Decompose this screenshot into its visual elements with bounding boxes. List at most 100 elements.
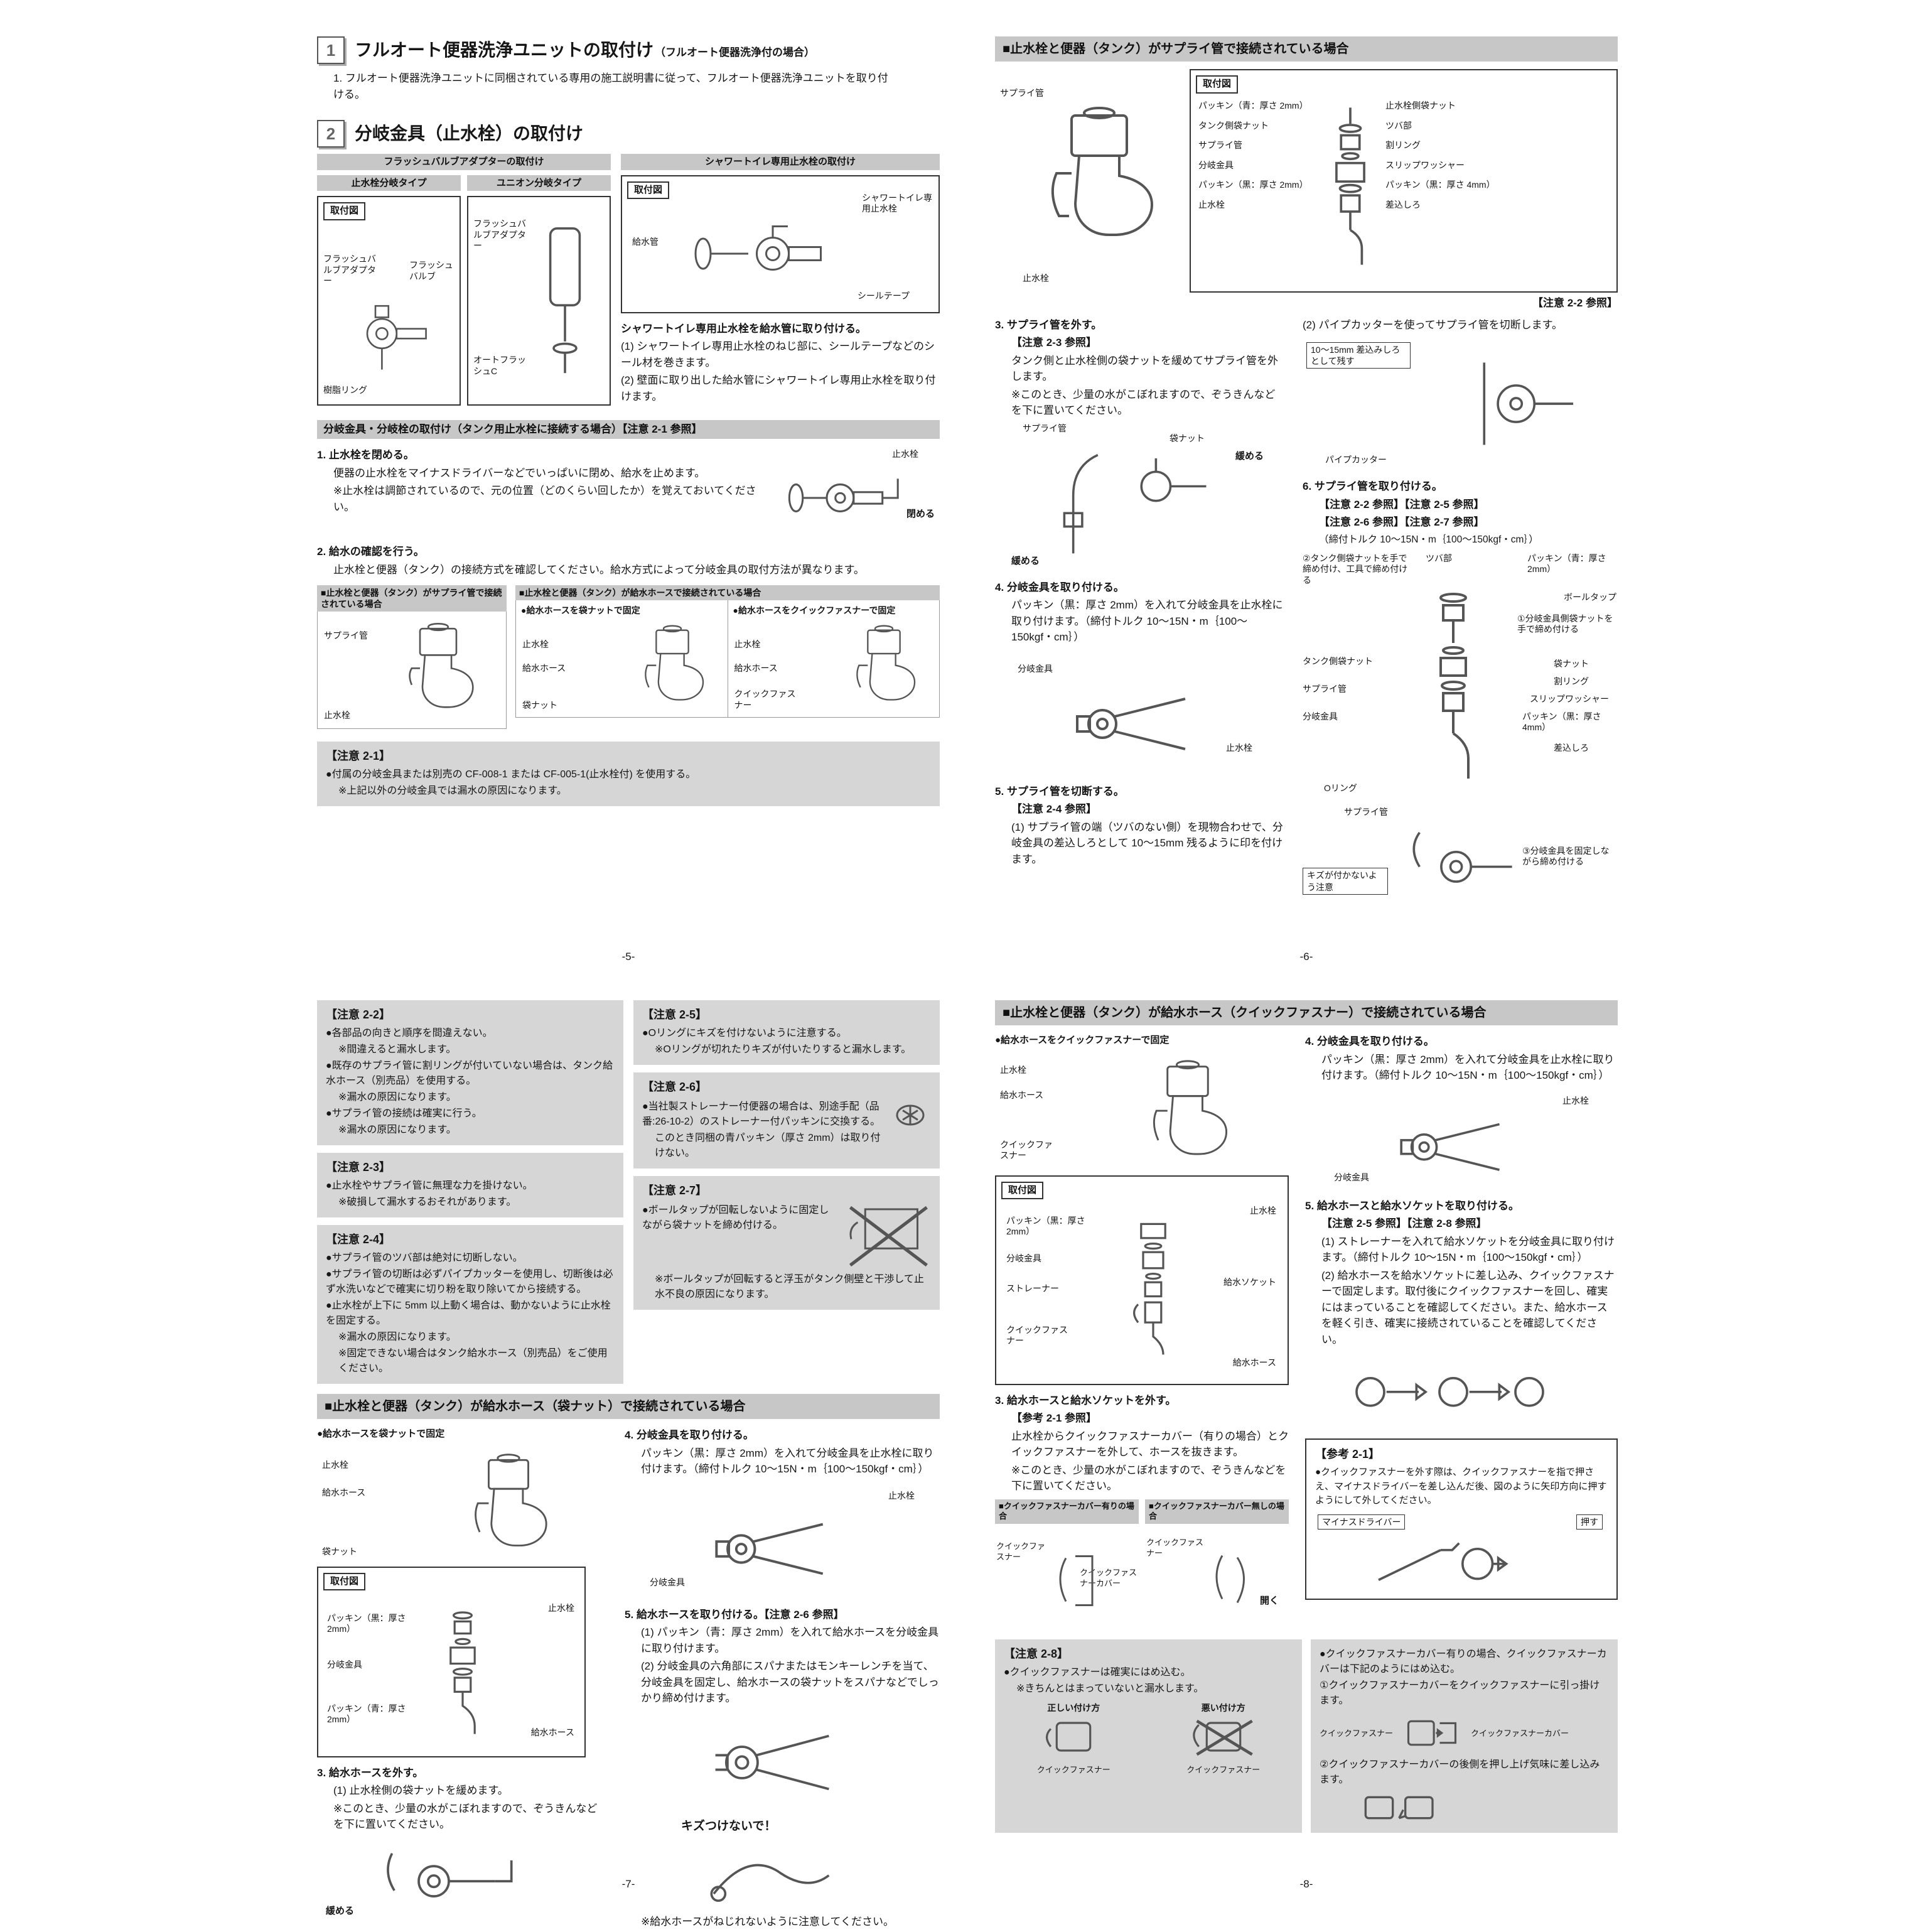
water-hose-label: 給水ホース xyxy=(522,663,566,674)
part-label: パッキン（黒：厚さ 4mm） xyxy=(1385,180,1495,190)
step-6-torque: （締付トルク 10～15N・m｛100～150kgf・cm｝） xyxy=(1319,534,1539,545)
insertion-margin-label: 差込しろ xyxy=(1554,742,1589,753)
water-hose-label: 給水ホース xyxy=(734,663,778,674)
note-subitem: ※間違えると漏水します。 xyxy=(338,1044,456,1055)
note-2-3-title: 【注意 2-3】 xyxy=(326,1161,391,1174)
note-item: ●ボールタップが回転しないように固定しながら袋ナットを締め付ける。 xyxy=(642,1205,829,1231)
quick-fastener-overview-figure: 止水栓 給水ホース クイックファスナー xyxy=(995,1050,1289,1175)
note-2-8-right: ●クイックファスナーカバー有りの場合、クイックファスナーカバーは下記のようにはめ… xyxy=(1311,1639,1618,1833)
note-2-7-title: 【注意 2-7】 xyxy=(642,1184,707,1197)
loosen-sketch xyxy=(387,1852,513,1897)
ball-tap-label: ボールタップ xyxy=(1564,591,1616,602)
no-scratch-note: キズが付かないよう注意 xyxy=(1303,868,1388,895)
section-1-badge: 1 xyxy=(317,36,345,64)
flat-driver-label: マイナスドライバー xyxy=(1318,1514,1406,1530)
loosen-label: 緩める xyxy=(326,1905,355,1916)
step-5-body: (1) サプライ管の端（ツバのない側）を現物合わせで、分岐金具の差込しろとして … xyxy=(1011,821,1283,865)
section-1-header: 1 フルオート便器洗浄ユニットの取付け（フルオート便器洗浄付の場合） xyxy=(317,36,940,64)
note-item: ●サプライ管のツバ部は絶対に切断しない。 xyxy=(326,1253,523,1263)
fastener-cover-case: ■クイックファスナーカバー有りの場合 クイックファスナー クイックファスナーカバ… xyxy=(995,1499,1139,1630)
note-item: ●サプライ管の切断は必ずパイプカッターを使用し、切断後は必ず水洗いなどで確実に切… xyxy=(326,1269,613,1295)
stop-valve-label: 止水栓 xyxy=(1023,273,1049,283)
stop-valve-sketch xyxy=(788,478,899,513)
no-scratch-figure xyxy=(625,1837,940,1912)
cap-nut-label: 袋ナット xyxy=(522,699,557,710)
note-2-7: 【注意 2-7】 ●ボールタップが回転しないように固定しながら袋ナットを締め付け… xyxy=(633,1176,940,1310)
flush-valve-adapter-label: フラッシュバルブアダプター xyxy=(323,254,376,286)
parts-assembly-sketch xyxy=(1439,592,1470,779)
step-3-ref: 【注意 2-3 参照】 xyxy=(1011,337,1097,348)
note-2-6-title: 【注意 2-6】 xyxy=(642,1081,707,1093)
note-subitem: ※破損して漏水するおそれがあります。 xyxy=(338,1197,517,1207)
stop-valve-label: 止水栓 xyxy=(324,710,350,720)
push-label: 押す xyxy=(1576,1514,1603,1530)
correct-attachment: 正しい付け方 クイックファスナー xyxy=(1004,1702,1144,1776)
page-7: 【注意 2-2】 ●各部品の向きと順序を間違えない。 ※間違えると漏水します。 … xyxy=(317,1000,940,1928)
note-2-2: 【注意 2-2】 ●各部品の向きと順序を間違えない。 ※間違えると漏水します。 … xyxy=(317,1000,623,1145)
supply-mounting-figure: 取付図 パッキン（青：厚さ 2mm）タンク側袋ナットサプライ管分岐金具パッキン（… xyxy=(1190,69,1618,293)
step-6-ref-1: 【注意 2-2 参照】【注意 2-5 参照】 xyxy=(1319,498,1485,510)
insertion-margin-note: 10～15mm 差込みしろとして残す xyxy=(1306,342,1411,369)
case-hose-figure: ●給水ホースを袋ナットで固定 止水栓 給水ホース 袋ナット ●給水ホースをクイッ… xyxy=(515,600,940,718)
supply-caution-figure: サプライ管 キズが付かないよう注意 ③分岐金具を固定しながら締め付ける xyxy=(1303,807,1618,911)
supply-pipe-band: ■止水栓と便器（タンク）がサプライ管で接続されている場合 xyxy=(995,36,1618,62)
step-3-note: ※このとき、少量の水がこぼれますので、ぞうきんなどを下に置いてください。 xyxy=(333,1802,598,1831)
supply-pipe-label: サプライ管 xyxy=(1000,88,1044,98)
shower-valve-label: シャワートイレ専用止水栓 xyxy=(862,192,932,214)
note-subitem: ※漏水の原因になります。 xyxy=(338,1332,456,1342)
section-1-title: フルオート便器洗浄ユニットの取付け（フルオート便器洗浄付の場合） xyxy=(355,40,815,61)
section-1-title-text: フルオート便器洗浄ユニットの取付け xyxy=(355,40,654,60)
shower-valve-instruction: シャワートイレ専用止水栓を給水管に取り付ける。 xyxy=(621,322,866,335)
note-2-5: 【注意 2-5】 ●Oリングにキズを付けないように注意する。 ※Oリングが切れた… xyxy=(633,1000,940,1065)
blue-packing-label: パッキン（青：厚さ 2mm） xyxy=(327,1703,406,1725)
cap-nut-label: 袋ナット xyxy=(1554,658,1589,669)
case-supply-pipe-header: ■止水栓と便器（タンク）がサプライ管で接続されている場合 xyxy=(317,585,507,612)
attach-supply-figure: ②タンク側袋ナットを手で締め付け、工具で締め付ける ツバ部 パッキン（青：厚さ … xyxy=(1303,551,1618,802)
hose-nut-fix-title: ●給水ホースを袋ナットで固定 xyxy=(317,1428,445,1439)
tighten-sketch xyxy=(1412,831,1512,883)
step-5-item-2: (2) 給水ホースを給水ソケットに差し込み、クイックファスナーで固定します。取付… xyxy=(1321,1269,1615,1346)
step-3-note: ※このとき、少量の水がこぼれますので、ぞうきんなどを下に置いてください。 xyxy=(1011,1464,1286,1492)
step-4-body: パッキン（黒：厚さ 2mm）を入れて分岐金具を止水栓に取り付けます。（締付トルク… xyxy=(641,1447,934,1476)
part-label: 分岐金具 xyxy=(1198,159,1234,170)
black-packing-label: パッキン（黒：厚さ 2mm） xyxy=(327,1612,406,1634)
stop-valve-label: 止水栓 xyxy=(1250,1205,1276,1216)
quick-fastener-fix-title: ●給水ホースをクイックファスナーで固定 xyxy=(995,1035,1170,1045)
note-2-2-title: 【注意 2-2】 xyxy=(326,1008,391,1021)
wrong-attachment: 悪い付け方 クイックファスナー xyxy=(1154,1702,1294,1776)
shower-valve-figure: 取付図 給水管 シャワートイレ専用止水栓 シールテープ xyxy=(621,175,940,313)
toilet-sketch xyxy=(1051,107,1154,236)
pipe-cutter-sketch xyxy=(1483,362,1574,445)
shower-valve-step-1: (1) シャワートイレ専用止水栓のねじ部に、シールテープなどのシール材を巻きます… xyxy=(621,340,935,369)
parts-assembly-sketch xyxy=(449,1611,476,1734)
attach-branch-figure: 止水栓 分岐金具 xyxy=(1305,1086,1618,1196)
fig-tag: 取付図 xyxy=(323,202,366,220)
step-5-item-2: (2) 分岐金具の六角部にスパナまたはモンキーレンチを当て、分岐金具を固定し、給… xyxy=(641,1660,939,1704)
step-3-title: 3. 給水ホースを外す。 xyxy=(317,1766,424,1779)
note-2-1: 【注意 2-1】 ●付属の分岐金具または別売の CF-008-1 または CF-… xyxy=(317,742,940,807)
case-hose-nut-figure: ●給水ホースを袋ナットで固定 止水栓 給水ホース 袋ナット xyxy=(516,600,728,717)
seal-tape-label: シールテープ xyxy=(857,291,910,301)
quick-fastener-label: クイックファスナー xyxy=(1320,1728,1394,1738)
fastener-cover-sketch xyxy=(1407,1720,1457,1746)
note-subitem: ※ボールタップが回転すると浮玉がタンク側壁と干渉して止水不良の原因になります。 xyxy=(655,1274,924,1300)
note-item: ●サプライ管の接続は確実に行う。 xyxy=(326,1108,482,1119)
note-2-6: 【注意 2-6】 ●当社製ストレーナー付便器の場合は、別途手配（品番:26-10… xyxy=(633,1072,940,1168)
tank-side-nut-label: タンク側袋ナット xyxy=(1303,656,1373,666)
note-2-4: 【注意 2-4】 ●サプライ管のツバ部は絶対に切断しない。 ●サプライ管の切断は… xyxy=(317,1225,623,1384)
fig-tag: 取付図 xyxy=(1001,1181,1044,1199)
quick-fastener-label: クイックファスナー xyxy=(996,1541,1046,1562)
close-label: 閉める xyxy=(906,509,935,520)
section-2-badge: 2 xyxy=(317,120,345,148)
page-8: ■止水栓と便器（タンク）が給水ホース（クイックファスナー）で接続されている場合 … xyxy=(995,1000,1618,1894)
auto-flush-label: オートフラッシュC xyxy=(473,355,526,376)
water-hose-label: 給水ホース xyxy=(322,1487,366,1498)
flush-valve-column: フラッシュバルブアダプターの取付け 止水栓分岐タイプ 取付図 フラッシュバルブア… xyxy=(317,154,611,406)
page-6: ■止水栓と便器（タンク）がサプライ管で接続されている場合 サプライ管 止水栓 取… xyxy=(995,36,1618,967)
stop-valve-label: 止水栓 xyxy=(1000,1064,1026,1075)
note-2-1-subitem: ※上記以外の分岐金具では漏水の原因になります。 xyxy=(338,785,567,797)
step-5-note: ※給水ホースがねじれないように注意してください。 xyxy=(641,1916,895,1928)
hose-nut-overview-figure: 止水栓 給水ホース 袋ナット xyxy=(317,1444,606,1567)
fastener-cover-label: クイックファスナーカバー xyxy=(1080,1568,1137,1588)
fastener-cover-label: クイックファスナーカバー xyxy=(1471,1728,1569,1738)
